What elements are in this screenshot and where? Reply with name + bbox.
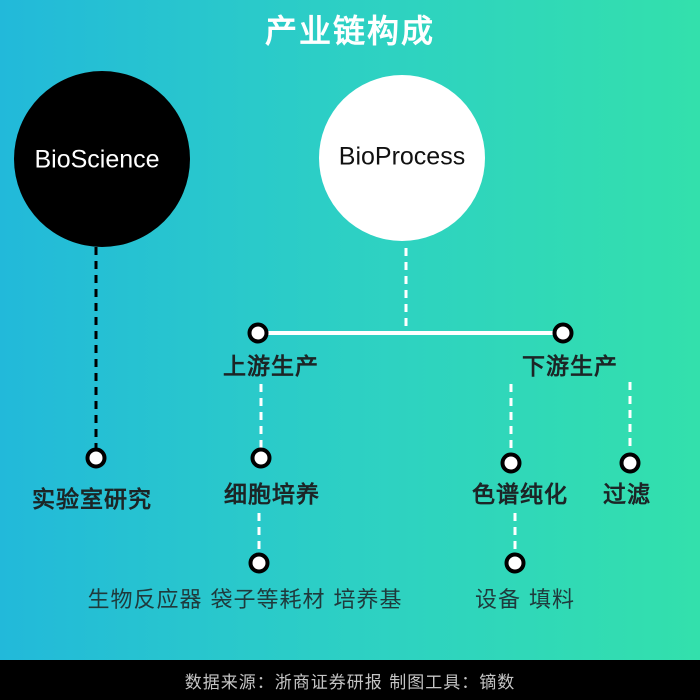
diagram-canvas: 产业链构成 BioScience BioProcess 实验室研究 上游生产 下… <box>0 0 700 660</box>
lab-research-label: 实验室研究 <box>32 487 152 513</box>
source-footer: 数据来源：浙商证券研报 制图工具：镝数 <box>0 660 700 700</box>
cell-culture-label: 细胞培养 <box>224 482 320 508</box>
node-upstream <box>247 322 269 344</box>
bioscience-circle <box>14 71 190 247</box>
downstream-label: 下游生产 <box>522 354 618 380</box>
chart-title: 产业链构成 <box>264 12 435 50</box>
filtration-label: 过滤 <box>603 482 651 508</box>
bioprocess-label: BioProcess <box>338 142 466 171</box>
node-lab-research <box>85 447 107 469</box>
node-chromatography <box>500 452 522 474</box>
node-upstream-items <box>248 552 270 574</box>
node-filtration <box>619 452 641 474</box>
upstream-label: 上游生产 <box>223 354 319 380</box>
node-downstream <box>552 322 574 344</box>
node-cell-culture <box>250 447 272 469</box>
downstream-items-label: 设备 填料 <box>475 588 575 613</box>
bioprocess-circle <box>319 75 485 241</box>
upstream-items-label: 生物反应器 袋子等耗材 培养基 <box>87 588 403 613</box>
chromatography-label: 色谱纯化 <box>472 482 568 508</box>
bioscience-label: BioScience <box>34 145 160 174</box>
connector-layer <box>14 71 641 574</box>
source-text: 数据来源：浙商证券研报 制图工具：镝数 <box>184 672 516 693</box>
node-downstream-items <box>504 552 526 574</box>
